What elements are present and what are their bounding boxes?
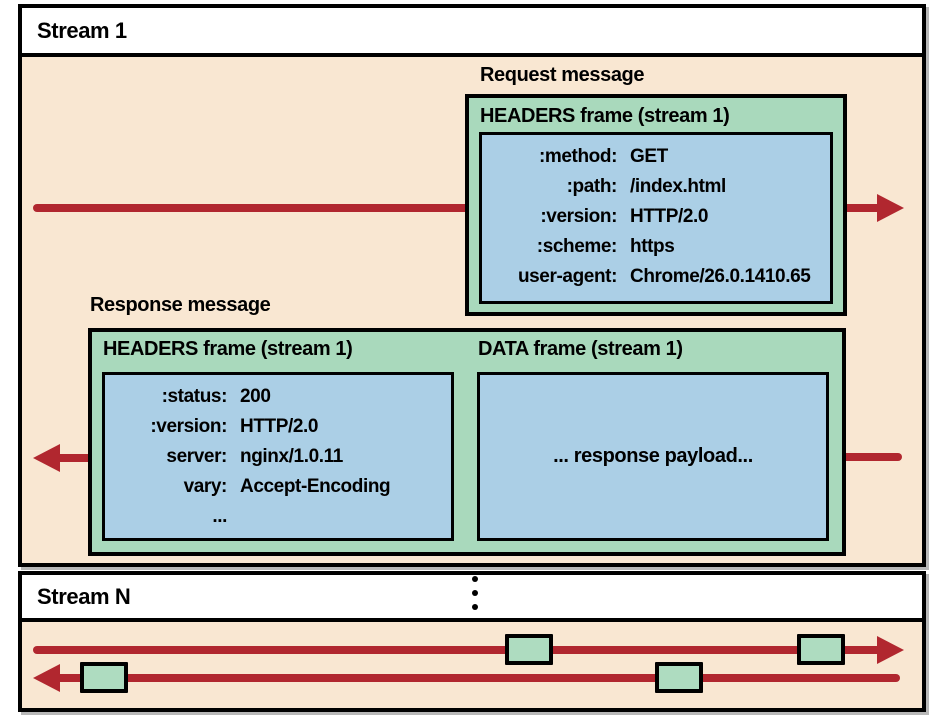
frame-chip [797,634,845,665]
header-key: server: [166,446,227,467]
header-key: :status: [161,386,228,407]
header-value: Accept-Encoding [240,476,391,497]
header-key: user-agent: [517,266,617,287]
frame-chip [505,634,553,665]
header-value: GET [630,146,668,167]
header-row: ... [105,502,451,532]
header-value: HTTP/2.0 [630,206,709,227]
stream1-header-bar: Stream 1 [22,8,922,57]
request-message-label: Request message [480,64,645,86]
header-key: :method: [538,146,617,167]
header-row: :version: HTTP/2.0 [482,202,830,232]
streamN-request-arrow-icon [877,636,904,664]
header-key: vary: [183,476,228,497]
response-data-frame-title: DATA frame (stream 1) [478,338,683,360]
header-key: ... [212,506,227,527]
header-key: :version: [150,416,227,437]
frame-chip [655,662,703,693]
header-value: HTTP/2.0 [240,416,319,437]
header-key: :version: [540,206,617,227]
header-row: server: nginx/1.0.11 [105,442,451,472]
header-row: :path: /index.html [482,172,830,202]
response-arrow-shaft-right [846,453,902,461]
request-arrow-right-icon [877,194,904,222]
header-key: :path: [566,176,618,197]
response-arrow-left-icon [33,444,60,472]
header-row: :method: GET [482,142,830,172]
header-value: Chrome/26.0.1410.65 [630,266,811,287]
request-arrow-shaft-left [33,204,465,212]
vertical-ellipsis-icon [472,576,478,610]
header-row: :scheme: https [482,232,830,262]
header-row: user-agent: Chrome/26.0.1410.65 [482,262,830,292]
response-headers-frame-title: HEADERS frame (stream 1) [103,338,353,360]
response-payload-text: ... response payload... [553,445,753,467]
header-value [240,502,451,532]
streamN-label: Stream N [37,583,131,609]
response-headers-panel: :status: 200 :version: HTTP/2.0 server: … [102,372,454,541]
request-headers-frame-title: HEADERS frame (stream 1) [480,105,730,127]
request-headers-panel: :method: GET :path: /index.html :version… [479,132,833,304]
header-value: /index.html [630,176,726,197]
streamN-request-arrow-shaft [33,646,877,654]
frame-chip [80,662,128,693]
streamN-response-arrow-shaft [57,674,900,682]
header-value: nginx/1.0.11 [240,446,343,467]
response-arrow-shaft-left [57,454,88,462]
header-key: :scheme: [536,236,618,257]
stream1-label: Stream 1 [37,17,127,43]
response-frames-group: HEADERS frame (stream 1) DATA frame (str… [88,328,846,556]
streamN-response-arrow-icon [33,664,60,692]
request-arrow-shaft-right [847,204,879,212]
request-headers-frame: HEADERS frame (stream 1) :method: GET :p… [465,94,847,316]
header-row: vary: Accept-Encoding [105,472,451,502]
diagram-root: Stream 1 Request message HEADERS frame (… [18,4,926,712]
header-row: :status: 200 [105,382,451,412]
header-row: :version: HTTP/2.0 [105,412,451,442]
header-value: https [630,236,675,257]
streamN-header-bar: Stream N [22,575,922,622]
header-value: 200 [240,386,271,407]
response-payload-panel: ... response payload... [477,372,829,541]
response-message-label: Response message [90,294,271,316]
